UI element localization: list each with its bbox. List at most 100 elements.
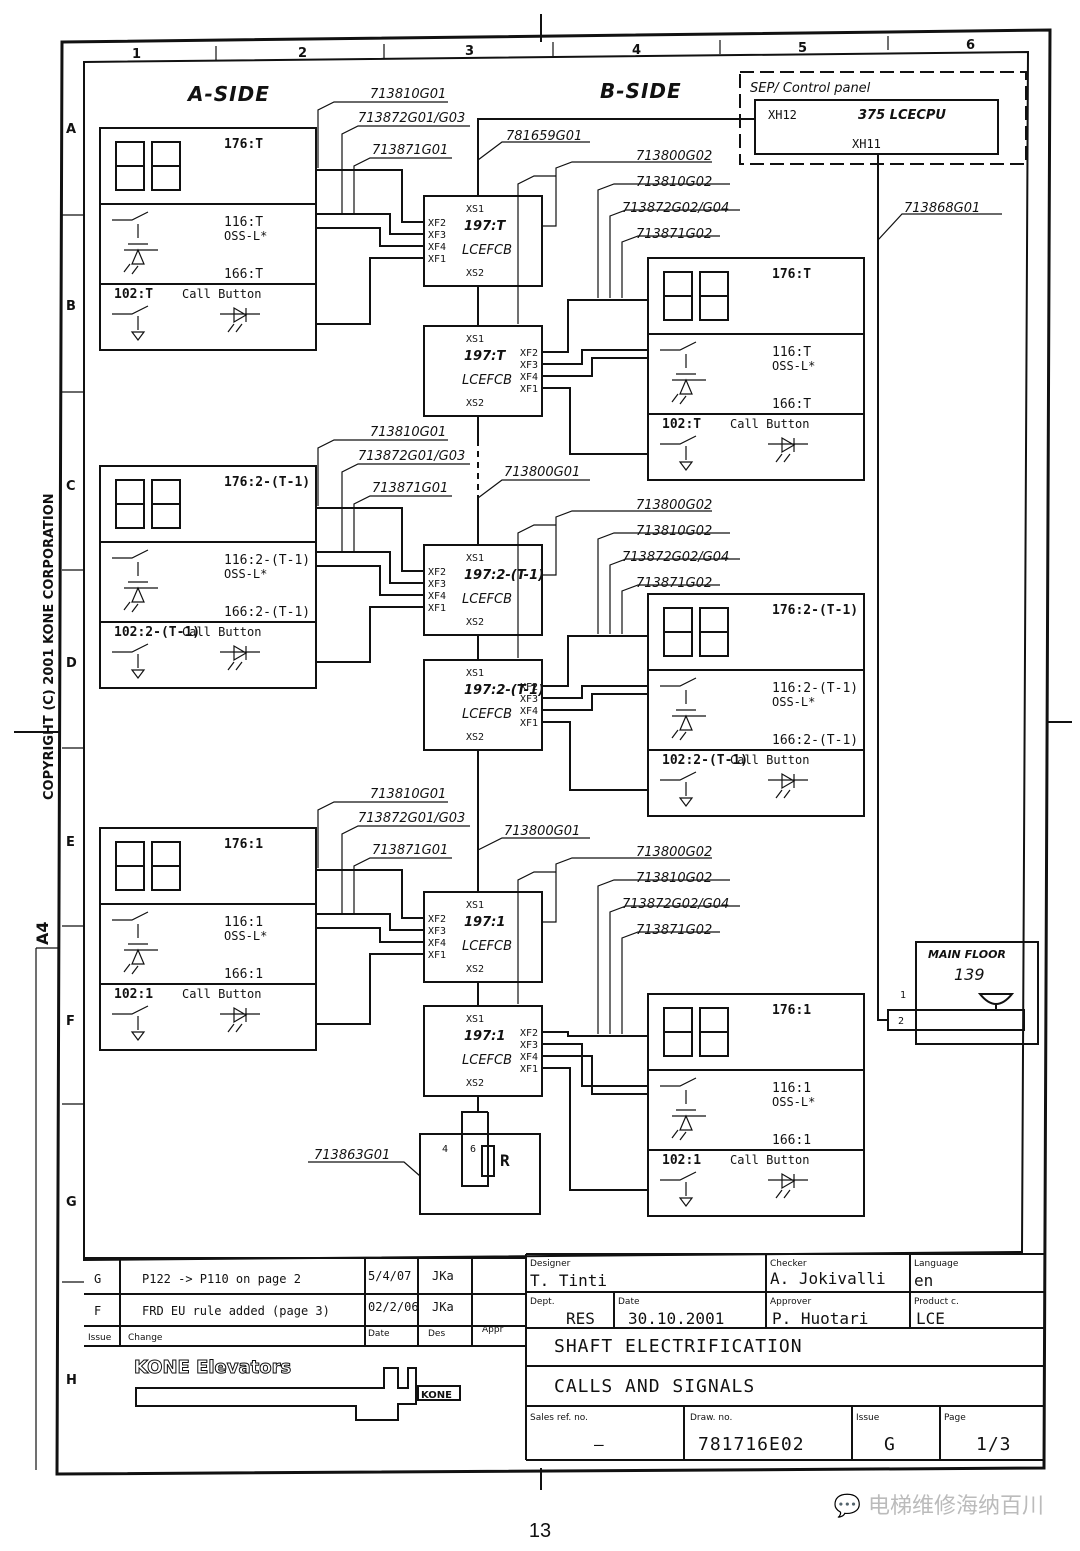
- oss-l-label: OSS-L*: [772, 359, 815, 373]
- position-indicator-label: 176:1: [772, 1003, 811, 1018]
- call-button-icon[interactable]: [660, 435, 697, 471]
- xs2-connector: XS2: [466, 732, 484, 743]
- drawing-title-2: CALLS AND SIGNALS: [554, 1376, 755, 1397]
- oss-light-icon: [660, 677, 706, 741]
- n166-label: 166:1: [772, 1133, 811, 1148]
- fcb-id: 197:1: [464, 915, 505, 930]
- a-side-heading: A-SIDE: [186, 82, 270, 106]
- page-value: 1/3: [976, 1434, 1012, 1455]
- gong-icon: [887, 993, 1025, 1031]
- call-button-icon[interactable]: [112, 305, 149, 341]
- b-cable-713800g02: 713800G02: [636, 498, 712, 513]
- xf1-connector: XF1: [520, 1064, 538, 1075]
- call-led-icon: [768, 772, 808, 799]
- grid-col-4: 4: [632, 43, 641, 58]
- xh11-connector: XH11: [852, 137, 881, 151]
- company-name: KONE Elevators: [134, 1357, 291, 1378]
- cable-781659g01: 781659G01: [506, 129, 582, 144]
- xs2-connector: XS2: [466, 964, 484, 975]
- xf4-connector: XF4: [520, 706, 538, 717]
- oss-label: 116:1: [224, 915, 263, 930]
- xf3-connector: XF3: [520, 360, 538, 371]
- lcefcb-b-0: [423, 325, 543, 417]
- a-cable-713872g01: 713872G01/G03: [358, 111, 465, 126]
- fcb-type: LCEFCB: [462, 592, 512, 607]
- main-floor-pin1: 1: [900, 990, 906, 1001]
- oss-l-label: OSS-L*: [772, 1095, 815, 1109]
- xf3-connector: XF3: [428, 926, 446, 937]
- position-indicator-label: 176:2-(T-1): [772, 603, 858, 618]
- oss-label: 116:2-(T-1): [224, 553, 310, 568]
- draw-no-value: 781716E02: [698, 1434, 805, 1455]
- oss-l-label: OSS-L*: [224, 229, 267, 243]
- a-cable-713810g01: 713810G01: [370, 787, 446, 802]
- rev-g-issue: G: [94, 1272, 101, 1286]
- call-button-icon[interactable]: [660, 1171, 697, 1207]
- terminator-box: [419, 1133, 541, 1215]
- lcefcb-b-2: [423, 1005, 543, 1097]
- dept-label: Dept.: [530, 1297, 555, 1307]
- grid-row-g: G: [66, 1195, 77, 1210]
- call-led-icon: [220, 1006, 260, 1033]
- xf1-connector: XF1: [428, 254, 446, 265]
- b-side-floor-2: [647, 993, 865, 1217]
- call-button-icon[interactable]: [112, 643, 149, 679]
- rev-f-date: 02/2/06: [368, 1300, 419, 1314]
- b-cable-713810g02: 713810G02: [636, 175, 712, 190]
- drawing-title-1: SHAFT ELECTRIFICATION: [554, 1336, 803, 1357]
- call-button-id: 102:2-(T-1): [114, 625, 200, 640]
- xf2-connector: XF2: [520, 348, 538, 359]
- a-cable-713810g01: 713810G01: [370, 87, 446, 102]
- grid-col-5: 5: [798, 41, 807, 56]
- xf4-connector: XF4: [428, 938, 446, 949]
- grid-row-e: E: [66, 835, 75, 850]
- grid-col-6: 6: [966, 38, 975, 53]
- xf2-connector: XF2: [520, 1028, 538, 1039]
- position-indicator-label: 176:T: [772, 267, 811, 282]
- fcb-type: LCEFCB: [462, 939, 512, 954]
- rev-header-date: Date: [368, 1329, 390, 1339]
- call-button-icon[interactable]: [660, 771, 697, 807]
- xh12-connector: XH12: [768, 108, 797, 122]
- call-button-icon[interactable]: [112, 1005, 149, 1041]
- grid-row-c: C: [66, 479, 76, 494]
- xf1-connector: XF1: [428, 950, 446, 961]
- sales-ref-label: Sales ref. no.: [530, 1413, 588, 1423]
- xf2-connector: XF2: [428, 567, 446, 578]
- call-button-id: 102:1: [662, 1153, 701, 1168]
- fcb-id: 197:1: [464, 1029, 505, 1044]
- xf2-connector: XF2: [520, 682, 538, 693]
- main-floor-label: MAIN FLOOR: [928, 948, 1006, 961]
- rev-header-change: Change: [128, 1333, 163, 1343]
- a-cable-713871g01: 713871G01: [372, 843, 448, 858]
- rev-g-des: JKa: [432, 1269, 454, 1283]
- grid-col-1: 1: [132, 47, 141, 62]
- checker-label: Checker: [770, 1259, 807, 1269]
- b-side-floor-1: [647, 593, 865, 817]
- grid-row-f: F: [66, 1014, 75, 1029]
- sales-ref-value: –: [594, 1435, 604, 1454]
- xs2-connector: XS2: [466, 398, 484, 409]
- oss-light-icon: [660, 1077, 706, 1141]
- date-label: Date: [618, 1297, 640, 1307]
- n166-label: 166:T: [224, 267, 263, 282]
- cpu-label: 375 LCECPU: [858, 108, 946, 123]
- call-button-label: Call Button: [730, 417, 809, 431]
- control-panel-title: SEP/ Control panel: [750, 81, 871, 96]
- rev-f-des: JKa: [432, 1300, 454, 1314]
- rev-g-change: P122 -> P110 on page 2: [142, 1272, 301, 1286]
- xf2-connector: XF2: [428, 218, 446, 229]
- oss-label: 116:T: [772, 345, 811, 360]
- lcefcb-a-0: [423, 195, 543, 287]
- b-side-floor-0: [647, 257, 865, 481]
- resistor-label: R: [500, 1151, 510, 1170]
- page-label: Page: [944, 1413, 966, 1423]
- call-button-label: Call Button: [182, 987, 261, 1001]
- language-label: Language: [914, 1259, 959, 1269]
- oss-label: 116:T: [224, 215, 263, 230]
- terminator-pin4: 4: [442, 1144, 448, 1155]
- xf2-connector: XF2: [428, 914, 446, 925]
- call-button-label: Call Button: [730, 753, 809, 767]
- xs1-connector: XS1: [466, 900, 484, 911]
